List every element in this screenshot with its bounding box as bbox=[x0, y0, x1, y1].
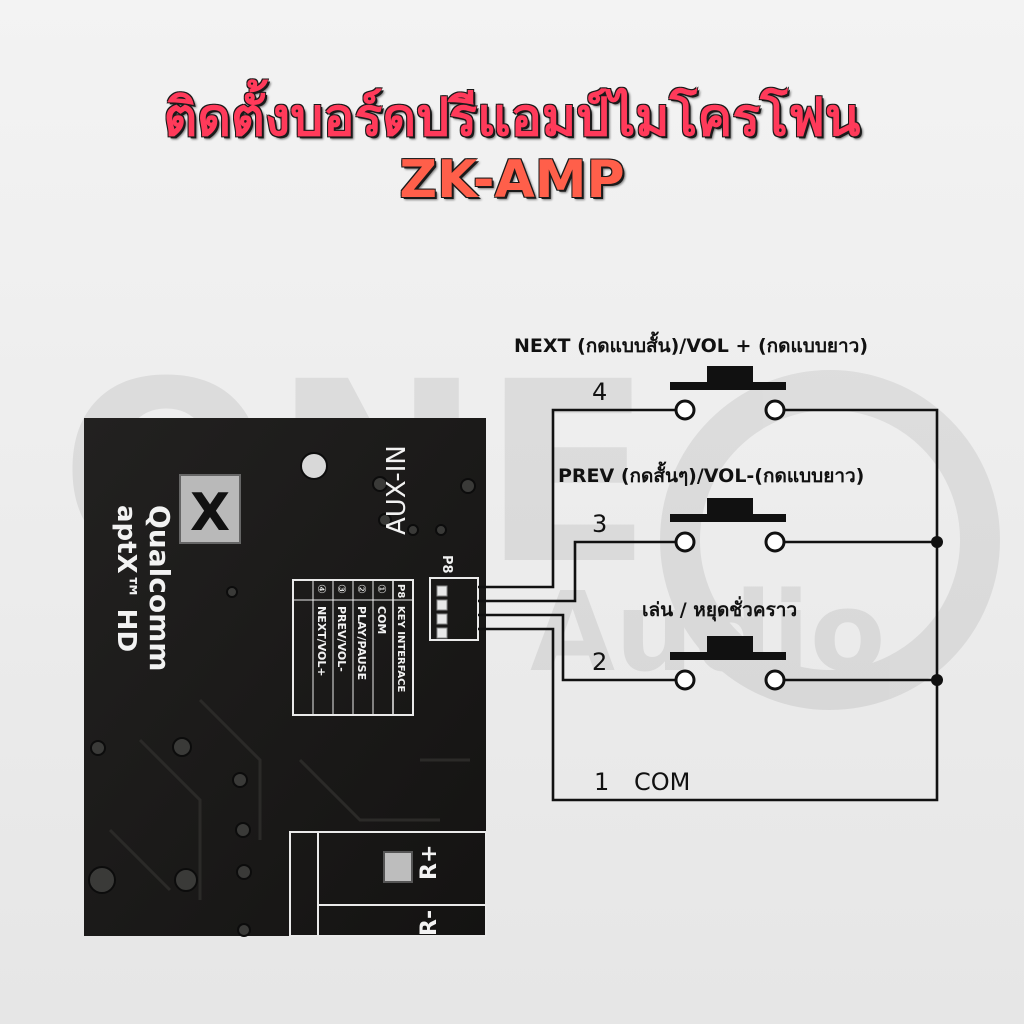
switch-prev bbox=[670, 498, 786, 553]
pcb-board: X Qualcomm aptX™ HD AUX-IN P8 P8 KEY INT… bbox=[84, 418, 487, 937]
watermark-subtext: Audio bbox=[530, 568, 885, 696]
key-table-header-right: KEY INTERFACE bbox=[395, 606, 406, 693]
key-table-row-1-num: ① bbox=[375, 584, 388, 594]
pcb-body bbox=[84, 418, 486, 936]
key-table-row-2-name: PLAY/PAUSE bbox=[355, 606, 368, 680]
switch-next-label: NEXT (กดแบบสั้น)/VOL + (กดแบบยาว) bbox=[514, 331, 868, 357]
junction-dot-lower bbox=[931, 674, 943, 686]
wire-pin-3 bbox=[478, 540, 685, 603]
wire-pin-1 bbox=[478, 408, 939, 802]
switch-play-pause-number: 2 bbox=[592, 648, 607, 676]
p8-label: P8 bbox=[439, 555, 454, 574]
key-table-row-4-num: ④ bbox=[315, 584, 328, 594]
terminal-block: R+ R- bbox=[289, 831, 487, 937]
aptx-logo-text: aptX™ HD bbox=[111, 505, 141, 652]
key-table-row-3-num: ③ bbox=[335, 584, 348, 594]
key-interface-table: P8 KEY INTERFACE ① COM ② PLAY/PAUSE ③ PR… bbox=[292, 579, 414, 716]
switch-prev-number: 3 bbox=[592, 510, 607, 538]
qualcomm-logo-text: Qualcomm bbox=[143, 505, 176, 671]
logo-x-mark: X bbox=[190, 483, 230, 543]
model-title: ZK-AMP bbox=[399, 150, 625, 210]
com-label: COM bbox=[634, 768, 690, 796]
key-table-row-3-name: PREV/VOL- bbox=[335, 606, 348, 672]
key-table-row-1-name: COM bbox=[375, 606, 388, 634]
terminal-r-minus-label: R- bbox=[417, 910, 442, 936]
switch-play-pause-label: เล่น / หยุดชั่วคราว bbox=[642, 596, 797, 622]
com-number: 1 bbox=[594, 768, 609, 796]
key-table-row-4-name: NEXT/VOL+ bbox=[315, 606, 328, 677]
aux-in-label: AUX-IN bbox=[382, 445, 412, 535]
p8-connector-outline bbox=[429, 577, 479, 641]
wire-pin-4 bbox=[478, 408, 685, 589]
switch-next-number: 4 bbox=[592, 378, 607, 406]
terminal-r-plus-label: R+ bbox=[417, 845, 442, 880]
switch-next bbox=[670, 366, 786, 421]
wire-pin-2 bbox=[478, 613, 685, 682]
switch-prev-label: PREV (กดสั้นๆ)/VOL-(กดแบบยาว) bbox=[558, 461, 864, 487]
logo-square bbox=[179, 474, 241, 544]
page-title: ติดตั้งบอร์ดปรีแอมป์ไมโครโฟน bbox=[163, 88, 861, 148]
key-table-header-left: P8 bbox=[395, 584, 406, 598]
junction-dot-upper bbox=[931, 536, 943, 548]
key-table-row-2-num: ② bbox=[355, 584, 368, 594]
switch-play-pause bbox=[670, 636, 786, 691]
wires bbox=[478, 408, 939, 802]
